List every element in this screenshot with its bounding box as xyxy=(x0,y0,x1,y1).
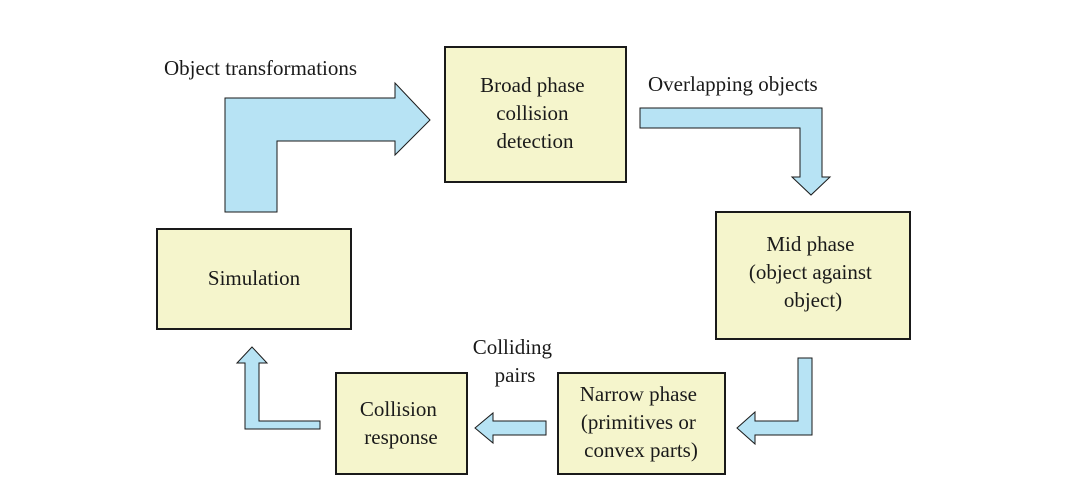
arrow-broad-phase-to-mid-phase xyxy=(639,107,832,196)
svg-text:Narrow phase (primitives o: Narrow phase (primitives or convex parts… xyxy=(580,382,702,462)
broad-phase-label-line3: detection xyxy=(497,129,574,153)
broad-phase-label-line2: collision xyxy=(496,101,569,125)
collision-response-box xyxy=(335,372,468,475)
broad-phase-box xyxy=(444,46,627,183)
mid-phase-label-line3: object) xyxy=(784,288,842,312)
collision-response-label-line2: response xyxy=(364,425,437,449)
arrow-narrow-phase-to-collision-response xyxy=(474,411,547,445)
edge-label-object-transformations: Object transformations xyxy=(164,56,357,80)
svg-text:Broad phase collision: Broad phase collision detection xyxy=(480,73,590,153)
svg-text:Colliding pairs: Colliding pairs xyxy=(473,335,558,387)
narrow-phase-label-line2: (primitives or xyxy=(581,410,696,434)
mid-phase-box xyxy=(715,211,911,340)
edge-label-colliding-pairs-line2: pairs xyxy=(495,363,536,387)
mid-phase-label-line2: (object against xyxy=(749,260,872,284)
arrow-simulation-to-broad-phase xyxy=(224,81,431,213)
edge-label-overlapping-objects: Overlapping objects xyxy=(648,72,818,96)
svg-text:Simulation: Simulation xyxy=(208,266,301,290)
svg-text:Mid phase (object against: Mid phase (object against object) xyxy=(749,232,877,312)
mid-phase-label-line1: Mid phase xyxy=(766,232,854,256)
simulation-label: Simulation xyxy=(208,266,301,290)
broad-phase-label-line1: Broad phase xyxy=(480,73,584,97)
arrow-mid-phase-to-narrow-phase xyxy=(736,357,813,446)
narrow-phase-label-line3: convex parts) xyxy=(584,438,698,462)
collision-response-label-line1: Collision xyxy=(360,397,438,421)
narrow-phase-label-line1: Narrow phase xyxy=(580,382,697,406)
svg-text:Collision response: Collision response xyxy=(360,397,442,449)
narrow-phase-box xyxy=(557,372,726,475)
edge-label-colliding-pairs-line1: Colliding xyxy=(473,335,553,359)
simulation-box xyxy=(156,228,352,330)
arrow-collision-response-to-simulation xyxy=(235,346,321,430)
